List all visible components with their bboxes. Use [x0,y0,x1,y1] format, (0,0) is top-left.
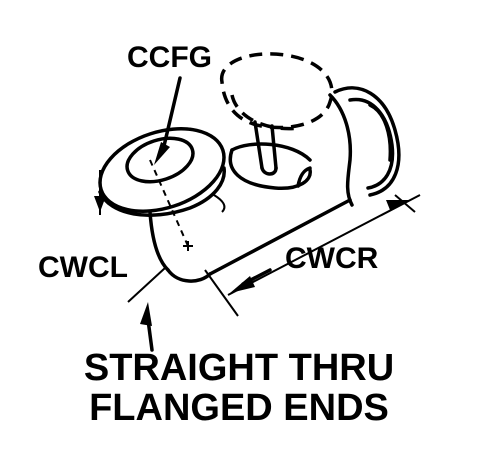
caption-line-1: STRAIGHT THRU [84,347,394,389]
right-flange [333,86,401,197]
caption-line-2: FLANGED ENDS [89,387,389,429]
leader-lines [145,76,272,352]
cwcl-leader [145,310,154,352]
handwheel-dashed [220,52,334,131]
dimension-lines [99,170,421,317]
ccfg-arrowhead [154,142,170,165]
cwcl-label: CWCL [38,251,128,284]
left-flange [98,127,226,217]
ccfg-leader [162,76,182,148]
center-mark [149,159,193,251]
cwcr-right-arrowhead [386,200,410,210]
ccfg-label: CCFG [127,41,212,74]
cwcr-label: CWCR [285,242,379,275]
arrowheads [94,142,410,326]
cwcr-leader [241,268,272,286]
bonnet-base [228,142,312,190]
valve-stem [253,120,278,176]
cwcl-top-arrowhead [94,196,106,212]
pipe-body [148,93,354,283]
